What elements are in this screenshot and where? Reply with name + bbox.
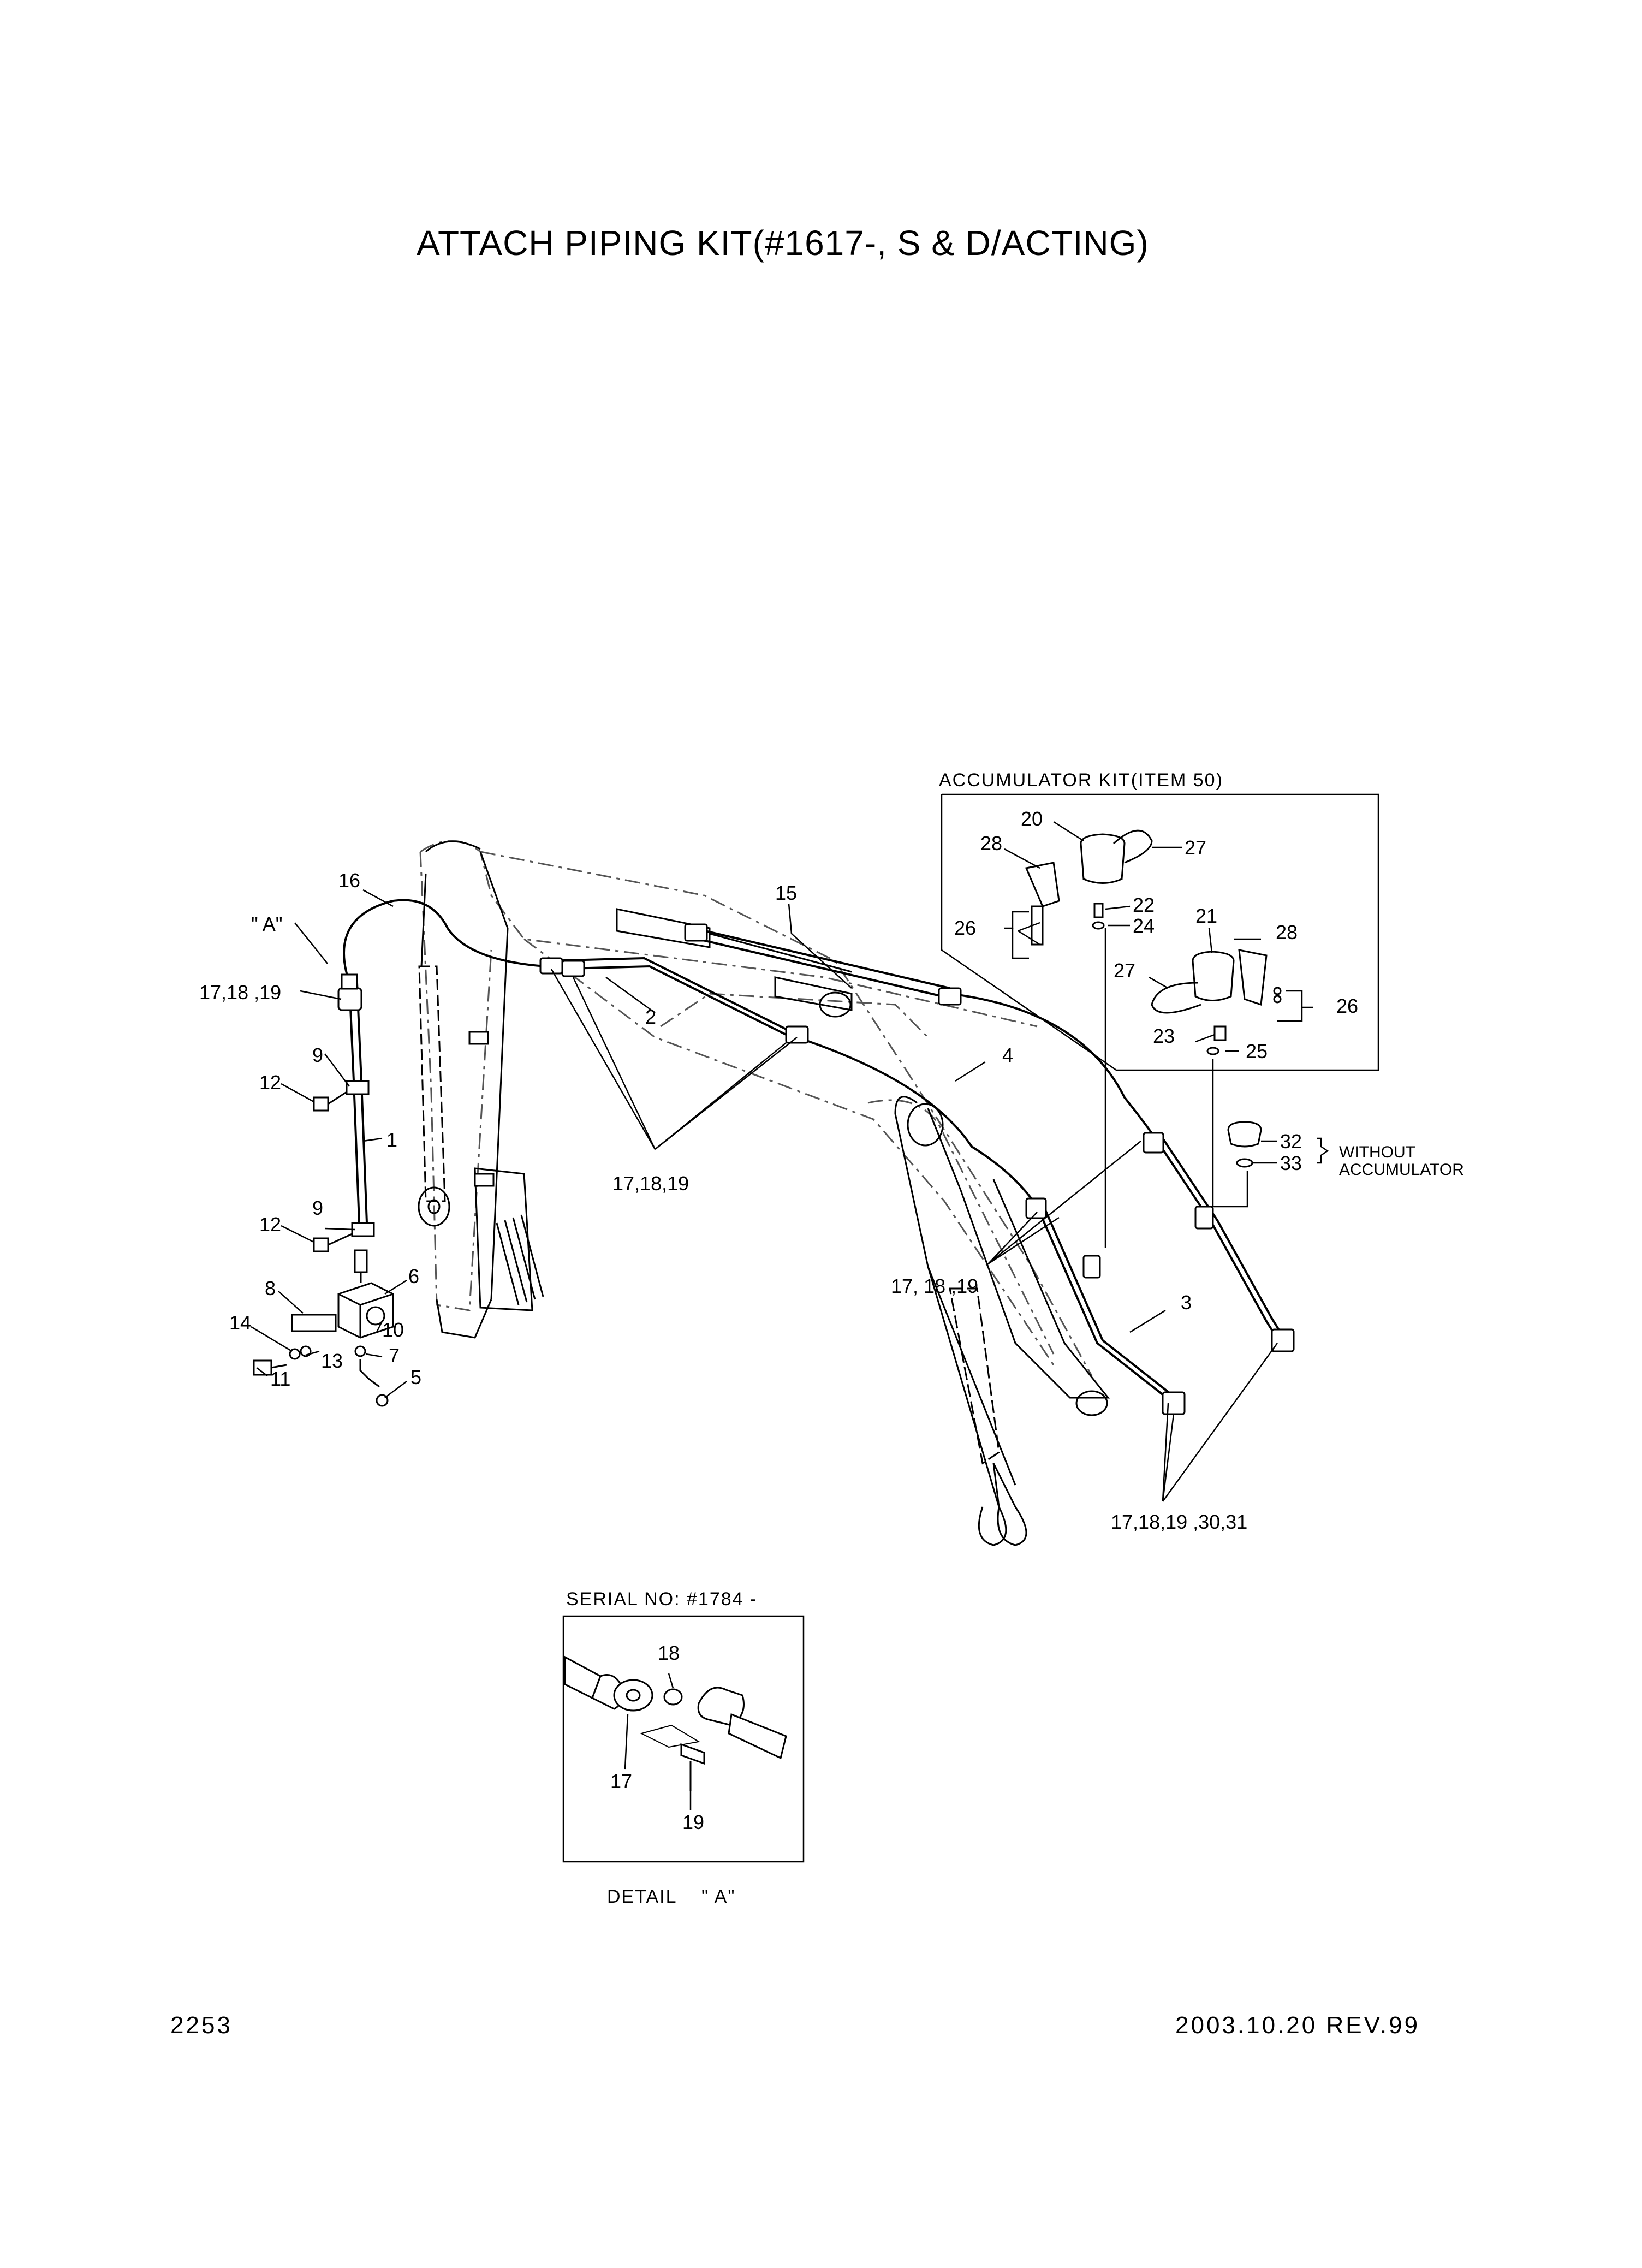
leader-lines [251,889,1278,1502]
clamps-9 [346,1031,495,1237]
part-label: 27 [1185,836,1206,859]
part-label: 9 [312,1197,323,1219]
accumulator-kit-header: ACCUMULATOR KIT(ITEM 50) [939,770,1223,791]
pipe-15 [693,927,950,999]
without-label: WITHOUT [1339,1143,1415,1161]
part-label: 16 [338,869,360,892]
revision-date: 2003.10.20 REV.99 [1175,2012,1420,2039]
part-label: 17,18 ,19 [199,981,281,1004]
pipe-1 [348,982,368,1224]
accumulator-kit-box [941,793,1379,1071]
accumulator-label: ACCUMULATOR [1339,1161,1464,1179]
main-labels: " A" 16 15 17,18 ,19 2 9 12 1 17,18,19 4… [199,869,1247,1533]
part-label: 28 [980,832,1002,854]
pipe-3 [1036,1137,1287,1404]
part-label: 12 [259,1071,281,1094]
part-label: 19 [682,1811,704,1833]
part-label: 32 [1280,1130,1302,1153]
part-label: 6 [408,1265,419,1287]
detail-labels: SERIAL NO: #1784 - 18 17 19 DETAIL " A" [566,1589,757,1907]
part-label: 2 [645,1006,656,1028]
accumulator-leaders [1004,821,1329,1248]
part-label: 20 [1021,808,1043,830]
part-label: 5 [410,1366,421,1388]
detail-caption: DETAIL " A" [607,1886,735,1907]
fittings [337,923,1295,1415]
part-label: 12 [259,1213,281,1236]
part-label: 26 [1336,995,1358,1017]
part-label: 15 [775,882,797,904]
part-label: 17, 18 ,19 [891,1275,978,1297]
part-label: 8 [265,1277,276,1299]
hose-16 [343,899,546,983]
boom-foot-ribs [474,1167,544,1311]
boom-solid-lines [425,840,1110,1546]
detail-a-box [562,1615,805,1863]
part-label: 14 [229,1311,251,1334]
part-label: 17 [610,1770,632,1792]
bolts-12 [313,1091,353,1252]
part-label: 17,18,19 [612,1172,689,1195]
arm-cylinder-top [616,908,853,1018]
serial-label: SERIAL NO: #1784 - [566,1589,757,1610]
without-accumulator-labels: 32 33 WITHOUT ACCUMULATOR [1280,1130,1464,1179]
part-label: 24 [1133,915,1155,937]
part-label: 4 [1002,1044,1013,1066]
part-label: 3 [1181,1291,1192,1314]
part-label: 11 [270,1368,290,1390]
part-label: 17,18,19 ,30,31 [1111,1511,1247,1533]
accumulator-labels: ACCUMULATOR KIT(ITEM 50) 20 27 28 22 24 … [939,770,1358,1062]
part-label: 23 [1153,1025,1175,1047]
view-a-label: " A" [251,913,283,935]
part-label: 33 [1280,1152,1302,1174]
boom-cylinder-left [418,873,450,1227]
bucket-cylinder [907,1103,1108,1546]
page-number: 2253 [170,2012,233,2039]
detail-a-leaders [624,1673,700,1810]
part-label: 21 [1195,905,1217,927]
part-label: 1 [386,1129,397,1151]
part-label: 27 [1114,959,1135,982]
page-title: ATTACH PIPING KIT(#1617-, S & D/ACTING) [417,223,1149,263]
part-label: 25 [1246,1040,1268,1062]
part-label: 10 [382,1319,404,1341]
part-label: 26 [954,917,976,939]
part-label: 28 [1276,921,1298,943]
part-label: 9 [312,1044,323,1066]
boom-structure [419,840,1093,1376]
part-label: 7 [389,1344,400,1367]
part-label: 22 [1133,894,1155,916]
part-label: 13 [321,1350,343,1372]
accumulator-parts [1025,829,1282,1168]
hose-4 [796,993,1158,1208]
part-label: 18 [658,1642,680,1664]
detail-a-parts [564,1655,787,1791]
